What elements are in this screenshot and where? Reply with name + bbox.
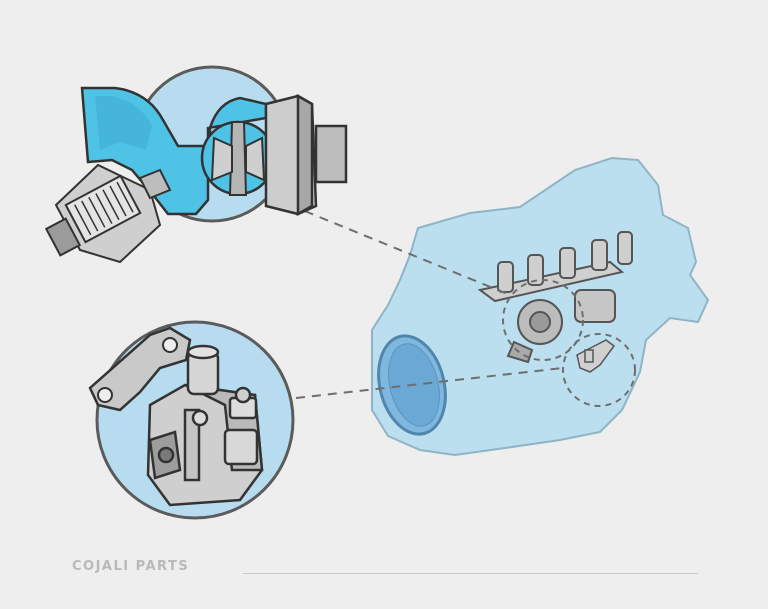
egr-valve-body (146, 344, 264, 507)
turbine-wheel-cutaway (200, 120, 276, 196)
turbo-leader-line (289, 204, 511, 296)
valve-leader-line (295, 367, 564, 399)
engine-valve (576, 339, 616, 373)
bracket-bolt-hole-2 (162, 337, 178, 353)
exhaust-passage-shadow (95, 96, 152, 150)
brand-label: COJALI PARTS (72, 559, 190, 574)
valve-region-target (562, 333, 636, 407)
bracket-valve-detail (88, 320, 295, 520)
engine-turbo (506, 289, 616, 364)
turbocharger-egr-detail (44, 65, 348, 264)
engine-block-silhouette (371, 156, 710, 457)
bracket-bolt-hole (97, 387, 113, 403)
egr-valve-spring-assembly (44, 163, 172, 264)
compressor-housing (264, 93, 348, 217)
footer-divider (243, 573, 698, 574)
turbo-region-target (502, 279, 584, 361)
